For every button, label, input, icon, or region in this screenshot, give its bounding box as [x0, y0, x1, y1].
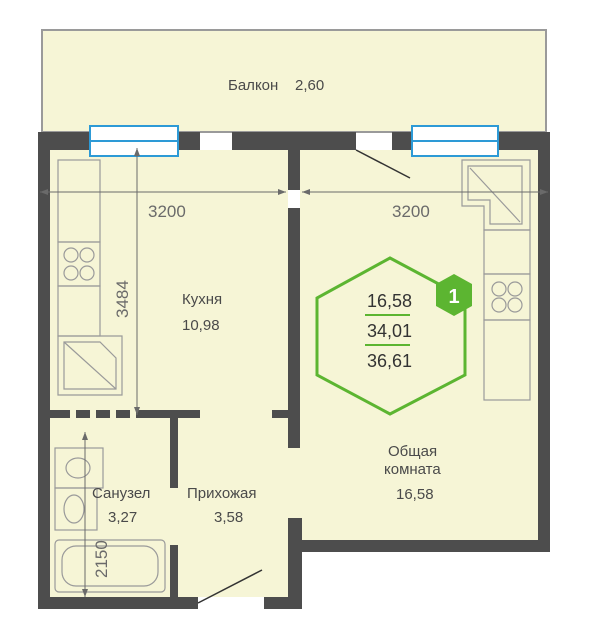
kitchen-area: 10,98	[182, 317, 220, 334]
kitchen-depth-label: 3484	[113, 280, 132, 318]
kitchen-width-label: 3200	[148, 202, 186, 221]
bathroom-area: 3,27	[108, 509, 137, 526]
badge-living-area: 16,58	[367, 291, 412, 311]
hallway-name: Прихожая	[187, 485, 257, 502]
kitchen-name: Кухня	[182, 291, 222, 308]
floor-areas	[50, 150, 538, 597]
badge-total-area: 34,01	[367, 321, 412, 341]
bathroom-name: Санузел	[92, 485, 150, 502]
balcony-area: 2,60	[295, 77, 324, 94]
bathroom-fixtures	[54, 447, 166, 593]
area-badge: 16,58 34,01 36,61	[315, 256, 467, 416]
badge-total-with-balcony: 36,61	[367, 351, 412, 371]
living-area: 16,58	[396, 486, 434, 503]
living-name-line1: Общая	[388, 443, 437, 460]
bathroom-depth-label: 2150	[92, 540, 111, 578]
living-width-label: 3200	[392, 202, 430, 221]
living-fixtures	[461, 159, 531, 401]
rooms-count-badge: 1	[436, 274, 472, 316]
walls	[38, 132, 550, 609]
rooms-count: 1	[448, 286, 459, 308]
windows	[89, 125, 499, 157]
balcony: Балкон 2,60	[41, 29, 547, 133]
doors	[197, 149, 411, 604]
balcony-name: Балкон	[228, 77, 278, 94]
living-name-line2: комната	[384, 461, 441, 478]
dimension-lines	[40, 148, 548, 597]
hallway-area: 3,58	[214, 509, 243, 526]
dimension-arrows	[40, 148, 548, 597]
kitchen-fixtures	[57, 159, 123, 396]
